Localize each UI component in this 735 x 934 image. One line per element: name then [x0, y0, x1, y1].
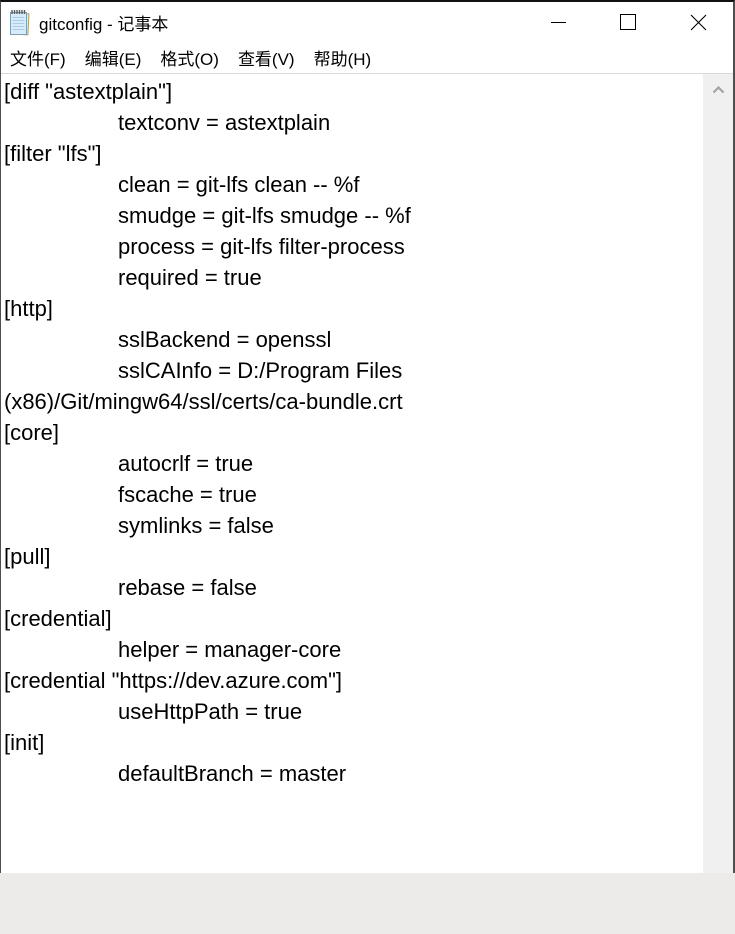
editor-line: required = true: [118, 265, 262, 290]
editor-line: [diff "astextplain"]: [4, 79, 173, 104]
maximize-button[interactable]: [593, 2, 663, 42]
window-title: gitconfig - 记事本: [39, 14, 169, 34]
vertical-scrollbar[interactable]: [703, 74, 733, 873]
editor-line: [filter "lfs"]: [4, 141, 102, 166]
menu-separator: [1, 73, 733, 74]
close-icon: [690, 14, 706, 30]
editor-text-area[interactable]: [diff "astextplain"] textconv = astextpla…: [1, 74, 701, 873]
minimize-icon: [550, 21, 566, 23]
menu-format[interactable]: 格式(O): [160, 50, 219, 69]
chevron-up-icon: [712, 86, 724, 94]
menu-bar: 文件(F) 编辑(E) 格式(O) 查看(V) 帮助(H): [1, 42, 733, 73]
editor-line: autocrlf = true: [118, 451, 254, 476]
editor-line: symlinks = false: [118, 513, 274, 538]
editor-line: defaultBranch = master: [118, 761, 347, 786]
editor-line: useHttpPath = true: [118, 699, 303, 724]
editor-line: helper = manager-core: [118, 637, 342, 662]
scroll-up-button[interactable]: [703, 74, 733, 94]
editor-line: fscache = true: [118, 482, 257, 507]
editor-line: [credential]: [4, 606, 112, 631]
menu-help[interactable]: 帮助(H): [313, 50, 372, 69]
editor-line: clean = git-lfs clean -- %f: [118, 172, 360, 197]
editor-line: (x86)/Git/mingw64/ssl/certs/ca-bundle.cr…: [4, 389, 403, 414]
editor-line: [http]: [4, 296, 53, 321]
editor-line: [core]: [4, 420, 60, 445]
notepad-icon: [9, 9, 30, 36]
maximize-icon: [620, 14, 636, 30]
editor-line: sslCAInfo = D:/Program Files: [118, 358, 403, 383]
content-area: [diff "astextplain"] textconv = astextpla…: [1, 74, 733, 873]
editor-line: [init]: [4, 730, 45, 755]
notepad-window: gitconfig - 记事本 文件(F) 编辑(E) 格式(O) 查看(V) …: [0, 0, 735, 873]
close-button[interactable]: [663, 2, 733, 42]
title-bar[interactable]: gitconfig - 记事本: [1, 2, 733, 42]
editor-line: sslBackend = openssl: [118, 327, 332, 352]
editor-line: [pull]: [4, 544, 51, 569]
editor-line: textconv = astextplain: [118, 110, 331, 135]
editor-line: [credential "https://dev.azure.com"]: [4, 668, 343, 693]
editor-line: process = git-lfs filter-process: [118, 234, 405, 259]
desktop-background: [0, 873, 735, 934]
menu-view[interactable]: 查看(V): [237, 50, 295, 69]
menu-file[interactable]: 文件(F): [10, 50, 66, 69]
minimize-button[interactable]: [523, 2, 593, 42]
editor-line: smudge = git-lfs smudge -- %f: [118, 203, 411, 228]
menu-edit[interactable]: 编辑(E): [84, 50, 142, 69]
editor-line: rebase = false: [118, 575, 257, 600]
